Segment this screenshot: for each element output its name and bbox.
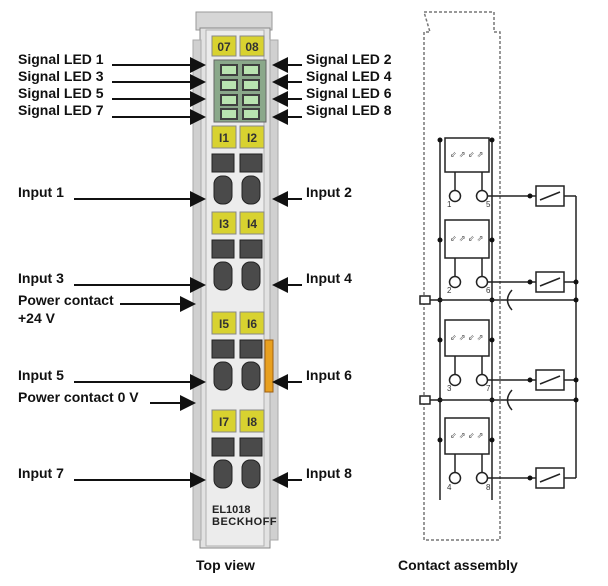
label-power-contact-24v: Power contact [18,292,114,308]
label-input-5: Input 5 [18,367,64,383]
svg-text:⇙ ⇗ ⇙ ⇗: ⇙ ⇗ ⇙ ⇗ [450,431,483,440]
svg-text:⇙ ⇗ ⇙ ⇗: ⇙ ⇗ ⇙ ⇗ [450,333,483,342]
input-tag-i6: I6 [247,317,257,331]
caption-contact-assembly: Contact assembly [398,557,518,573]
input-tag-i3: I3 [219,217,229,231]
label-input-6: Input 6 [306,367,352,383]
label-signal-led-8: Signal LED 8 [306,102,392,118]
contact-assembly: ⇙ ⇗ ⇙ ⇗ ⇙ ⇗ ⇙ ⇗ ⇙ ⇗ ⇙ ⇗ ⇙ ⇗ ⇙ ⇗ 1 5 2 6 … [419,11,579,541]
label-signal-led-1: Signal LED 1 [18,51,104,67]
terminal-number-8: 8 [486,483,491,492]
input-tag-i7: I7 [219,415,229,429]
input-tag-i1: I1 [219,131,229,145]
label-input-4: Input 4 [306,270,352,286]
label-input-8: Input 8 [306,465,352,481]
terminal-module: 07 08 I1 I2 I3 I4 I5 [192,11,279,549]
arrows [74,57,302,488]
power-contact-strip [264,339,274,393]
label-power-contact-24v-value: +24 V [18,310,55,326]
label-power-contact-0v: Power contact 0 V [18,389,139,405]
input-tag-i8: I8 [247,415,257,429]
label-signal-led-6: Signal LED 6 [306,85,392,101]
terminal-number-5: 5 [486,200,491,209]
label-signal-led-4: Signal LED 4 [306,68,392,84]
label-input-3: Input 3 [18,270,64,286]
terminal-number-6: 6 [486,286,491,295]
terminal-number-2: 2 [447,286,452,295]
terminal-number-1: 1 [447,200,452,209]
label-signal-led-7: Signal LED 7 [18,102,104,118]
brand-logo: BECKHOFF [212,516,278,528]
input-tag-i2: I2 [247,131,257,145]
label-signal-led-3: Signal LED 3 [18,68,104,84]
input-tag-i5: I5 [219,317,229,331]
terminal-number-4: 4 [447,483,452,492]
label-signal-led-2: Signal LED 2 [306,51,392,67]
led-window [220,64,260,120]
led-tag-08: 08 [245,40,259,54]
terminal-number-3: 3 [447,384,452,393]
input-tags: I1 I2 I3 I4 I5 I6 I7 I8 [211,125,265,433]
input-tag-i4: I4 [247,217,257,231]
spring-terminals [211,153,263,489]
terminal-number-7: 7 [486,384,491,393]
label-input-1: Input 1 [18,184,64,200]
model-number: EL1018 [212,504,251,516]
label-input-2: Input 2 [306,184,352,200]
label-signal-led-5: Signal LED 5 [18,85,104,101]
svg-text:⇙ ⇗ ⇙ ⇗: ⇙ ⇗ ⇙ ⇗ [450,150,483,159]
caption-top-view: Top view [196,557,255,573]
led-tag-07: 07 [217,40,231,54]
svg-text:⇙ ⇗ ⇙ ⇗: ⇙ ⇗ ⇙ ⇗ [450,234,483,243]
label-input-7: Input 7 [18,465,64,481]
